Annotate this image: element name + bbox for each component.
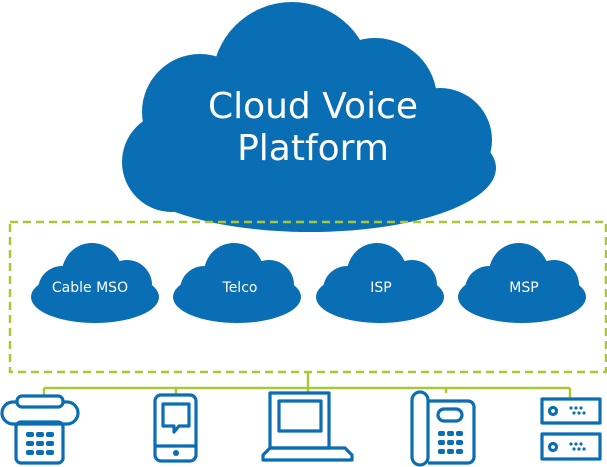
provider-label: Cable MSO: [52, 280, 128, 296]
laptop-icon: [261, 391, 354, 462]
server-icon: [540, 397, 602, 461]
mobile-chat-icon: [153, 393, 198, 463]
provider-cloud-msp: [458, 243, 586, 323]
desk-phone-icon: [0, 394, 80, 465]
provider-cloud-cable-mso: [31, 243, 159, 323]
platform-title-line1: Cloud Voice: [208, 86, 418, 127]
provider-label: ISP: [370, 280, 391, 296]
provider-label: MSP: [509, 280, 538, 296]
provider-cloud-telco: [173, 243, 301, 323]
provider-label: Telco: [222, 280, 258, 296]
provider-cloud-isp: [316, 243, 444, 323]
ip-phone-icon: [410, 390, 476, 467]
platform-title-line2: Platform: [237, 128, 389, 169]
platform-cloud: [122, 2, 496, 232]
connector-lines: [42, 372, 572, 399]
